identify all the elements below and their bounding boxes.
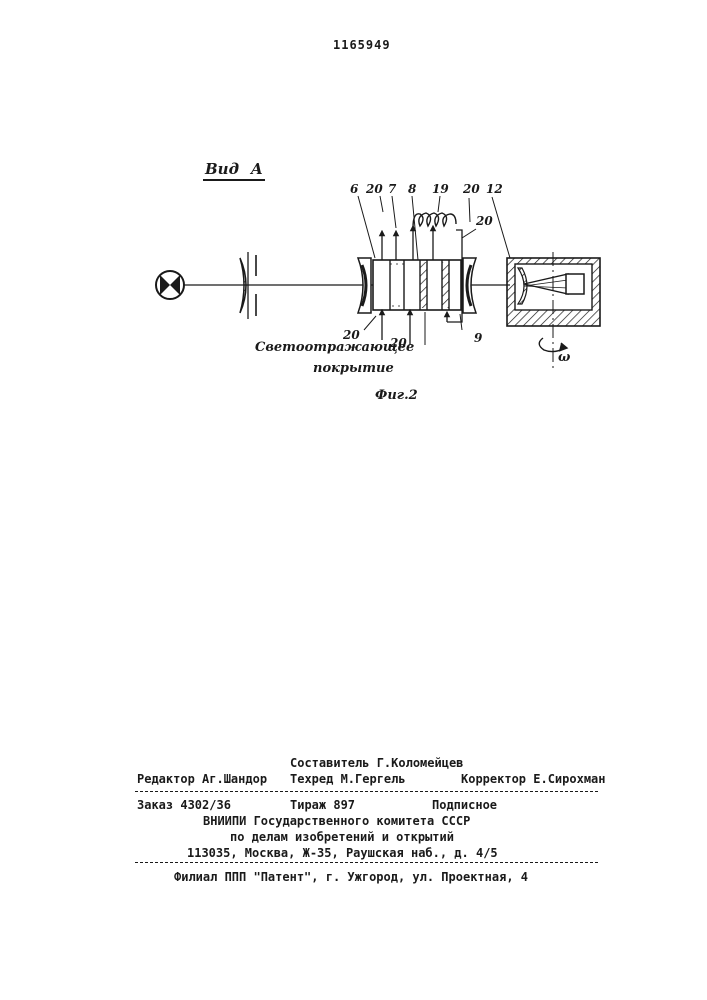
coating-label-line1: Светоотражающее [255,340,414,355]
techred: Техред М.Гергель [290,772,406,786]
omega-symbol: ω [558,350,570,365]
modulator-block [373,260,461,310]
circulation: Тираж 897 [290,798,355,812]
subscription: Подписное [432,798,497,812]
label-19: 19 [432,182,449,196]
corrector: Корректор Е.Сирохман [461,772,606,786]
compiler: Составитель Г.Коломейцев [290,756,463,770]
divider-bottom [135,862,598,863]
label-6: 6 [350,182,358,196]
editor: Редактор Аг.Шандор [137,772,267,786]
up-arrows [382,228,433,260]
coil-icon [413,213,456,228]
order-number: Заказ 4302/36 [137,798,231,812]
label-20-b: 20 [463,182,480,196]
label-20-a: 20 [366,182,383,196]
org-line2: по делам изобретений и открытий [230,830,454,844]
label-12: 12 [486,182,503,196]
coating-label-line2: покрытие [313,361,394,376]
label-9: 9 [474,331,482,345]
light-source-icon [156,271,184,299]
detector-housing-icon [507,252,600,368]
divider-top [135,791,598,792]
branch: Филиал ППП "Патент", г. Ужгород, ул. Про… [174,870,528,884]
figure-caption: Фиг.2 [375,388,418,403]
label-20-c: 20 [476,214,493,228]
label-8: 8 [408,182,416,196]
org-line1: ВНИИПИ Государственного комитета СССР [203,814,470,828]
address: 113035, Москва, Ж-35, Раушская наб., д. … [187,846,498,860]
label-7: 7 [388,182,396,196]
